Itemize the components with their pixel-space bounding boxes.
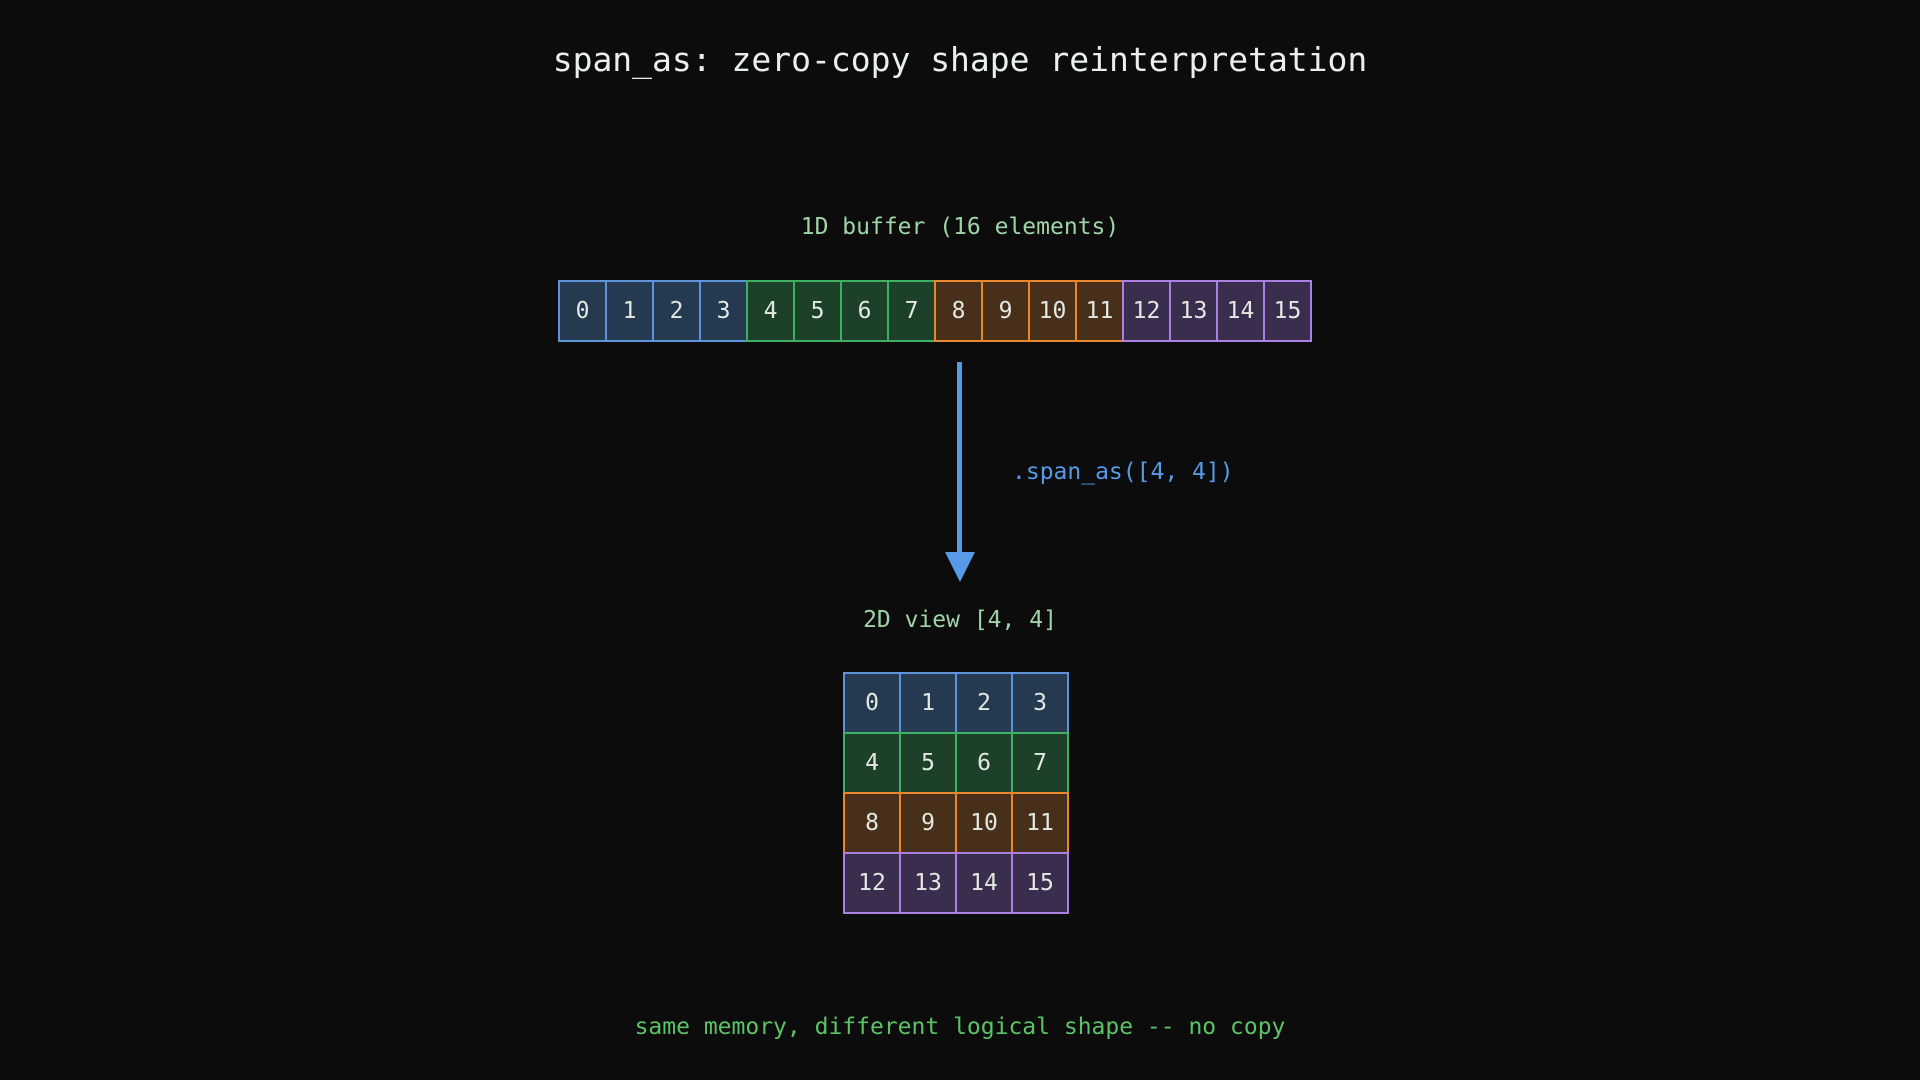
buffer-cell-14: 14 xyxy=(1216,280,1265,342)
buffer-cell-5: 5 xyxy=(793,280,842,342)
buffer-cell-7: 7 xyxy=(887,280,936,342)
buffer-cell-6: 6 xyxy=(840,280,889,342)
buffer-cell-2: 2 xyxy=(652,280,701,342)
view-cell-12: 12 xyxy=(843,852,901,914)
span-as-arrow-line xyxy=(957,362,962,552)
footer-note: same memory, different logical shape -- … xyxy=(634,1014,1286,1040)
buffer-cell-11: 11 xyxy=(1075,280,1124,342)
span-as-arrow-head-icon xyxy=(945,552,975,582)
buffer-cell-0: 0 xyxy=(558,280,607,342)
buffer-cell-1: 1 xyxy=(605,280,654,342)
view-cell-13: 13 xyxy=(899,852,957,914)
buffer-cell-13: 13 xyxy=(1169,280,1218,342)
view-cell-5: 5 xyxy=(899,732,957,794)
buffer-cell-10: 10 xyxy=(1028,280,1077,342)
view-cell-0: 0 xyxy=(843,672,901,734)
buffer-cell-15: 15 xyxy=(1263,280,1312,342)
buffer-cell-9: 9 xyxy=(981,280,1030,342)
buffer-cell-12: 12 xyxy=(1122,280,1171,342)
view-cell-9: 9 xyxy=(899,792,957,854)
view-cell-8: 8 xyxy=(843,792,901,854)
view-cell-11: 11 xyxy=(1011,792,1069,854)
view-cell-4: 4 xyxy=(843,732,901,794)
buffer-1d-label: 1D buffer (16 elements) xyxy=(800,214,1120,240)
view-cell-1: 1 xyxy=(899,672,957,734)
view-cell-6: 6 xyxy=(955,732,1013,794)
buffer-cell-3: 3 xyxy=(699,280,748,342)
view-cell-15: 15 xyxy=(1011,852,1069,914)
page-title: span_as: zero-copy shape reinterpretatio… xyxy=(552,40,1368,79)
view-2d-label: 2D view [4, 4] xyxy=(863,607,1057,633)
buffer-cell-4: 4 xyxy=(746,280,795,342)
view-cell-10: 10 xyxy=(955,792,1013,854)
buffer-cell-8: 8 xyxy=(934,280,983,342)
view-cell-14: 14 xyxy=(955,852,1013,914)
view-cell-7: 7 xyxy=(1011,732,1069,794)
view-cell-3: 3 xyxy=(1011,672,1069,734)
span-as-call-label: .span_as([4, 4]) xyxy=(1012,459,1234,485)
view-cell-2: 2 xyxy=(955,672,1013,734)
